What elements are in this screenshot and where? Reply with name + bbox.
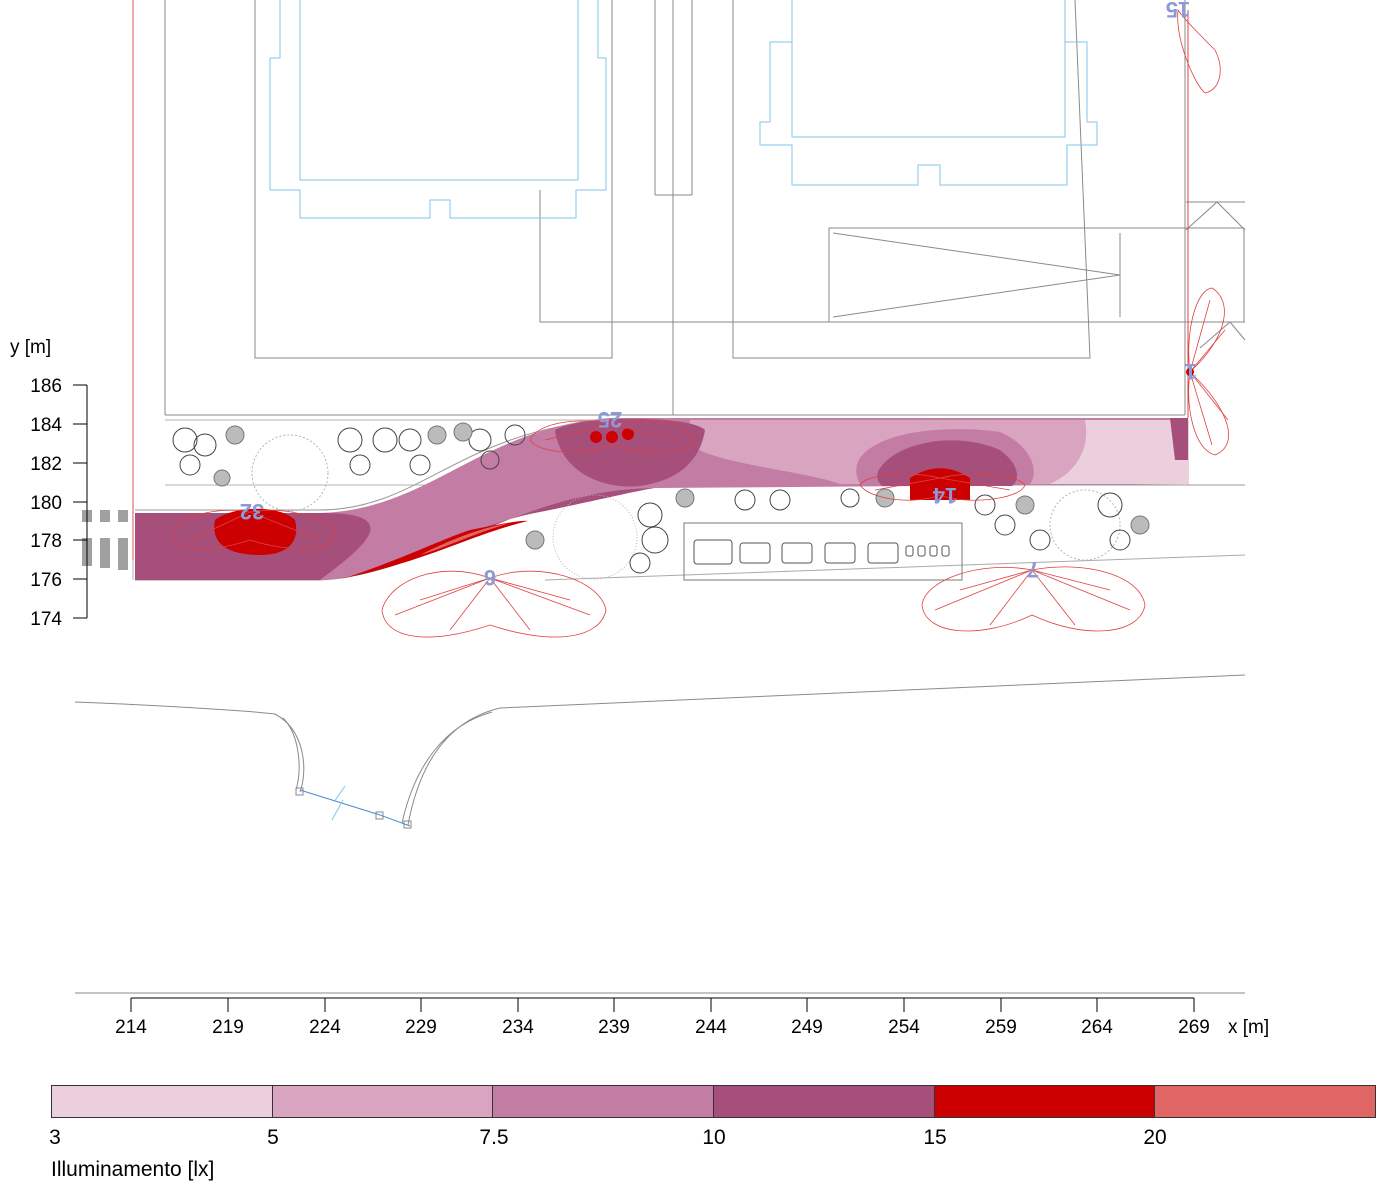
y-tick-label: 176 [30, 570, 62, 591]
luminaire-label: 32 [240, 499, 264, 524]
legend-tick-label: 5 [267, 1126, 279, 1149]
x-tick-label: 249 [791, 1017, 823, 1038]
legend-swatch [1155, 1086, 1376, 1117]
legend-tick-label: 3 [49, 1126, 61, 1149]
x-tick-label: 224 [309, 1017, 341, 1038]
x-tick-labels: 214 219 224 229 234 239 244 249 254 259 … [115, 1017, 1210, 1038]
y-tick-label: 178 [30, 531, 62, 552]
street-furniture [693, 539, 950, 565]
legend-tick-label: 10 [702, 1126, 726, 1149]
y-axis [73, 384, 88, 619]
x-tick-label: 234 [502, 1017, 534, 1038]
x-tick-label: 259 [985, 1017, 1017, 1038]
luminaire-label: 1 [1185, 359, 1197, 384]
luminaire-label: 25 [598, 407, 622, 432]
x-tick-label: 269 [1178, 1017, 1210, 1038]
legend-tick-label: 7.5 [479, 1126, 509, 1149]
y-tick-label: 186 [30, 376, 62, 397]
luminaire-label: 14 [932, 483, 957, 508]
pedestrian-crossing [82, 510, 128, 570]
x-tick-label: 239 [598, 1017, 630, 1038]
legend-swatch [52, 1086, 273, 1117]
y-tick-labels: 186 184 182 180 178 176 174 [30, 376, 62, 630]
legend-swatch [272, 1086, 494, 1117]
building-outlines [74, 0, 1246, 994]
luminaire-label: 15 [1166, 0, 1190, 22]
legend-title: Illuminamento [lx] [51, 1158, 215, 1181]
luminaire-label: 7 [1027, 557, 1039, 582]
vegetation [172, 422, 1150, 580]
x-axis [130, 997, 1195, 1012]
legend-swatch [714, 1086, 935, 1117]
y-tick-label: 174 [30, 609, 62, 630]
x-tick-label: 244 [695, 1017, 727, 1038]
luminaire-labels: 32 25 14 7 6 1 15 [240, 0, 1197, 590]
illuminance-legend [51, 1085, 1376, 1118]
x-tick-label: 254 [888, 1017, 920, 1038]
luminaire-label: 6 [484, 565, 496, 590]
x-tick-label: 264 [1081, 1017, 1113, 1038]
legend-tick-label: 20 [1143, 1126, 1167, 1149]
x-tick-label: 229 [405, 1017, 437, 1038]
x-tick-label: 214 [115, 1017, 147, 1038]
illuminance-bands [135, 418, 1188, 580]
y-axis-label: y [m] [10, 337, 51, 358]
building-outlines-cyan [269, 0, 1098, 827]
luminaire-point [1186, 368, 1194, 376]
x-axis-label: x [m] [1228, 1017, 1269, 1038]
luminaire-distributions [132, 0, 1230, 638]
y-tick-label: 184 [30, 415, 62, 436]
y-tick-label: 182 [30, 454, 62, 475]
legend-tick-label: 15 [923, 1126, 947, 1149]
legend-swatch [934, 1086, 1156, 1117]
y-tick-label: 180 [30, 493, 62, 514]
legend-swatch [493, 1086, 715, 1117]
x-tick-label: 219 [212, 1017, 244, 1038]
